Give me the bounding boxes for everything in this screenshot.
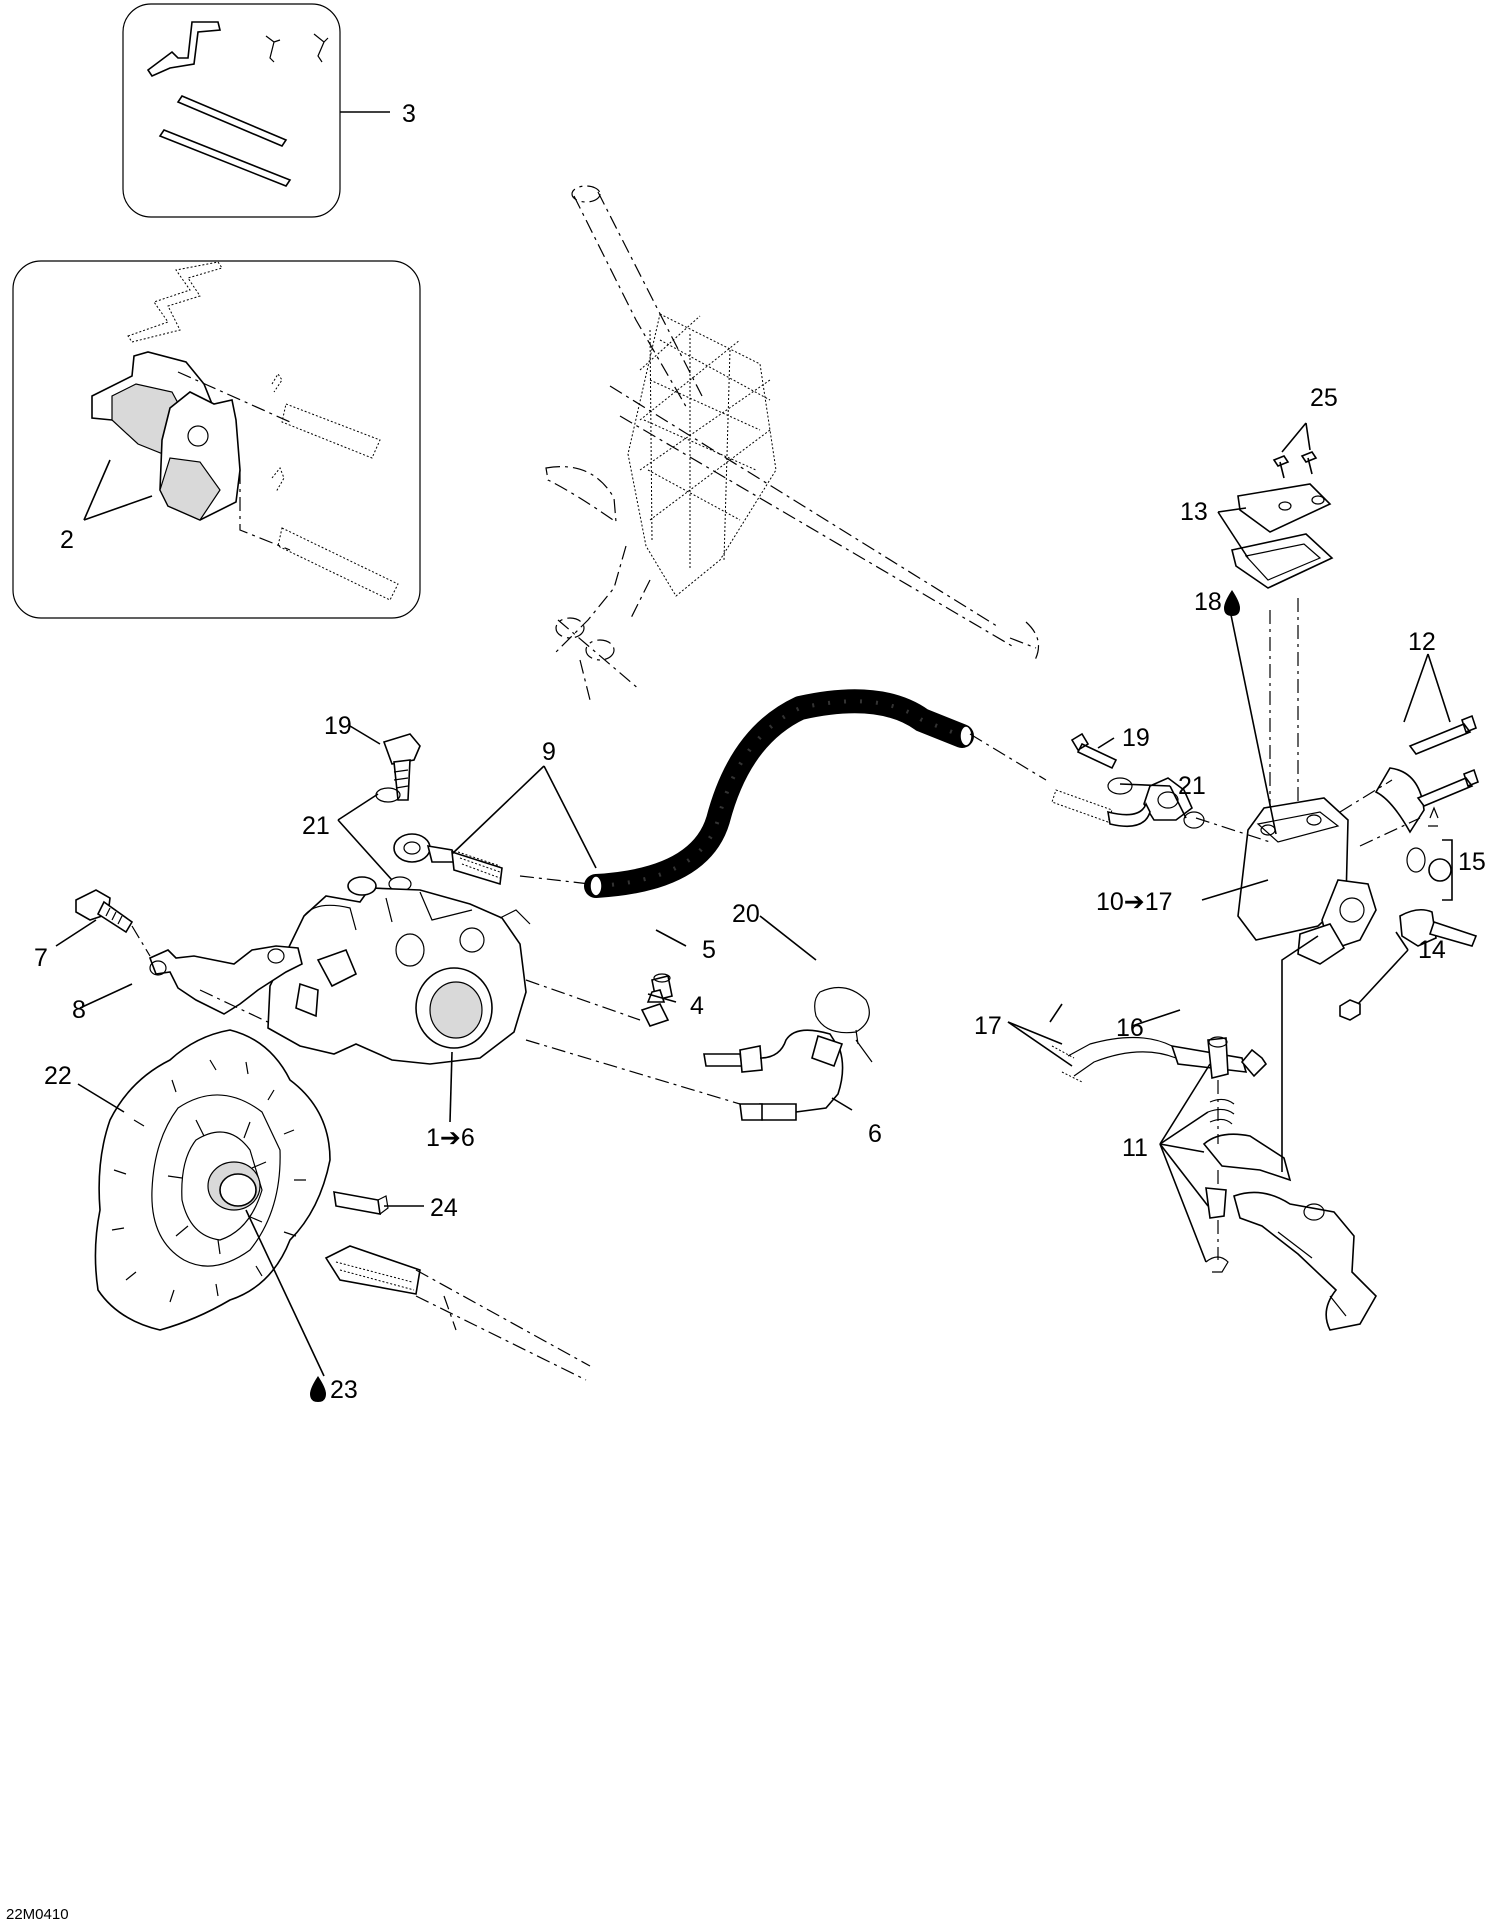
callout-20: 20 — [732, 900, 760, 928]
callout-18: 18 — [1194, 588, 1222, 616]
inset-box-brake-pads — [12, 260, 421, 619]
oil-drop-icon-23 — [310, 1376, 326, 1402]
drawing-code: 22M0410 — [6, 1906, 69, 1923]
callout-7: 7 — [34, 944, 48, 972]
callout-21-left: 21 — [302, 812, 330, 840]
callout-2: 2 — [60, 526, 74, 554]
master-cylinder-assembly — [1051, 451, 1479, 1331]
callout-6: 6 — [868, 1120, 882, 1148]
inset-box-pins — [122, 3, 390, 218]
callout-21-right: 21 — [1178, 772, 1206, 800]
callout-19-left: 19 — [324, 712, 352, 740]
callout-9: 9 — [542, 738, 556, 766]
callout-8: 8 — [72, 996, 86, 1024]
oil-drop-icon — [1224, 590, 1240, 616]
brake-disc-assembly — [94, 1029, 591, 1381]
callout-11: 11 — [1122, 1134, 1148, 1162]
callout-22: 22 — [44, 1062, 72, 1090]
callout-17: 17 — [974, 1012, 1002, 1040]
callout-4: 4 — [690, 992, 704, 1020]
callout-23: 23 — [330, 1376, 358, 1404]
callout-14: 14 — [1418, 936, 1446, 964]
callout-1-6: 1➔6 — [426, 1124, 475, 1152]
brake-hose — [519, 689, 1271, 898]
callout-labels: 3 2 25 13 18 12 19 19 9 21 21 15 10➔17 2… — [34, 100, 1486, 1404]
callout-13: 13 — [1180, 498, 1208, 526]
callout-12: 12 — [1408, 628, 1436, 656]
callout-16: 16 — [1116, 1014, 1144, 1042]
callout-3: 3 — [402, 100, 416, 128]
callout-leader-lines — [55, 422, 1453, 1377]
callout-10-17: 10➔17 — [1096, 888, 1173, 916]
callout-24: 24 — [430, 1194, 458, 1222]
caliper-assembly — [75, 733, 873, 1121]
handlebar-steering — [545, 185, 1040, 701]
callout-5: 5 — [702, 936, 716, 964]
callout-25: 25 — [1310, 384, 1338, 412]
callout-19-right: 19 — [1122, 724, 1150, 752]
callout-15: 15 — [1458, 848, 1486, 876]
